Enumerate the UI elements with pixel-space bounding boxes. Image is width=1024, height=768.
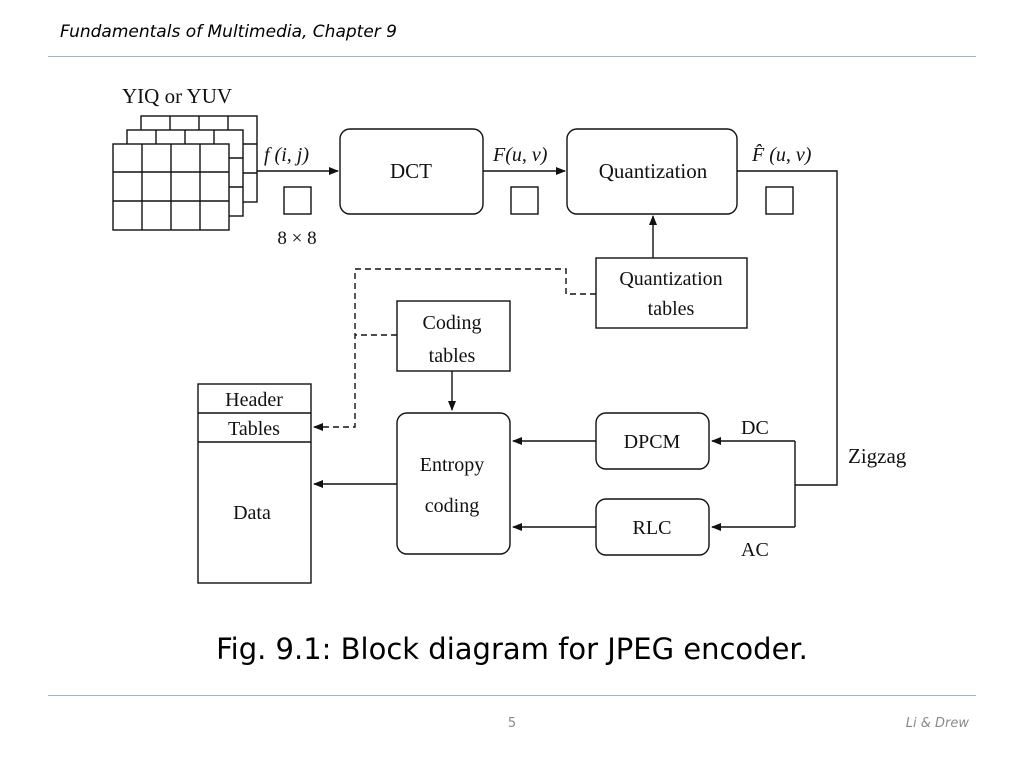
header-field-label: Header: [225, 389, 283, 411]
F-uv-label: F(u, v): [492, 144, 548, 166]
entropy-coding-box: [396, 412, 511, 555]
quantization-tables-box: [595, 257, 748, 329]
coding-tables-label-line1: Coding: [423, 312, 482, 334]
dct-label: DCT: [390, 159, 432, 183]
rlc-label: RLC: [633, 517, 672, 539]
block-icon-Fhat: [765, 186, 794, 215]
image-frames-stack: [112, 115, 258, 231]
page-number: 5: [507, 716, 517, 731]
coding-tables-box: [396, 300, 511, 372]
jpeg-encoder-diagram: YIQ or YUV f (i, j) 8 × 8 DCT F(u, v) Qu…: [112, 84, 907, 584]
entropy-coding-label-line2: coding: [425, 495, 479, 517]
image-frame-front: [112, 143, 230, 231]
block-icon-Fuv: [510, 186, 539, 215]
header-divider: [48, 56, 976, 57]
line-quantization-to-zigzag: [737, 170, 838, 486]
dc-label: DC: [741, 417, 769, 439]
output-bitstream: [197, 383, 312, 584]
dpcm-label: DPCM: [624, 431, 681, 453]
footer-divider: [48, 695, 976, 696]
figure-caption: Fig. 9.1: Block diagram for JPEG encoder…: [216, 632, 808, 666]
input-color-space-label: YIQ or YUV: [122, 84, 232, 108]
Fhat-uv-label: F̂ (u, v): [751, 143, 812, 166]
block-icon-fij: [283, 186, 312, 215]
quantization-tables-label-line1: Quantization: [619, 268, 722, 290]
block-size-label: 8 × 8: [277, 228, 316, 249]
quantization-label: Quantization: [599, 159, 708, 183]
quantization-tables-label-line2: tables: [648, 298, 695, 320]
footer-authors: Li & Drew: [905, 716, 969, 731]
zigzag-label: Zigzag: [848, 444, 907, 468]
dashed-qtables-to-header: [313, 268, 596, 431]
data-field-label: Data: [233, 502, 271, 524]
tables-field-label: Tables: [228, 418, 280, 440]
ac-label: AC: [741, 539, 769, 561]
slide-header-title: Fundamentals of Multimedia, Chapter 9: [60, 22, 397, 42]
entropy-coding-label-line1: Entropy: [420, 454, 484, 476]
f-ij-label: f (i, j): [264, 144, 309, 166]
coding-tables-label-line2: tables: [429, 345, 476, 367]
